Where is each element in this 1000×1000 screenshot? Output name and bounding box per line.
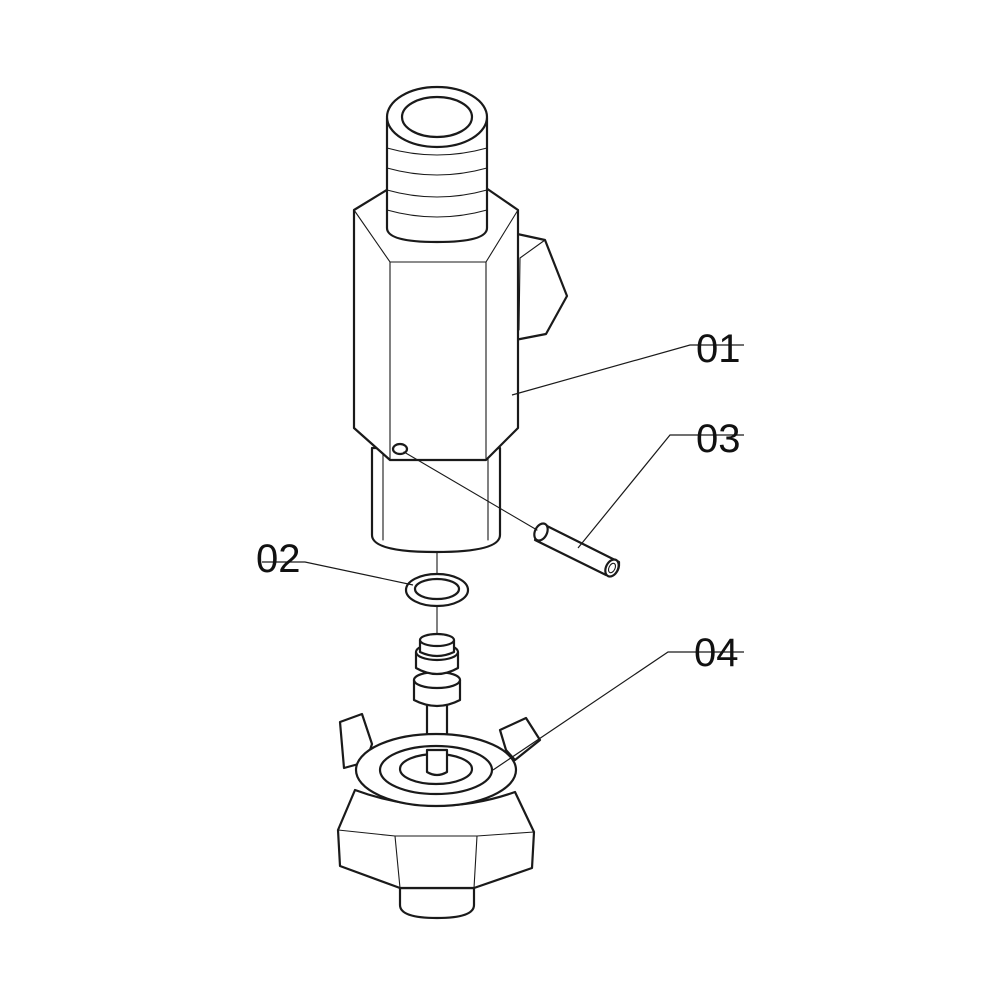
leader-03: [577, 434, 744, 549]
leader-02: [262, 561, 414, 586]
part-02-o-ring: [404, 572, 470, 608]
barb-bore: [400, 95, 474, 139]
callout-01: 01: [696, 327, 741, 371]
part-04-knob-assembly: [336, 632, 542, 920]
pin-hole: [391, 442, 409, 456]
leader-01: [511, 344, 744, 396]
knob-wing-right: [498, 716, 542, 762]
knob-spigot: [398, 886, 476, 920]
pin-insertion-line: [403, 451, 538, 531]
callout-04: 04: [694, 631, 739, 675]
lower-cylinder: [370, 446, 502, 554]
leader-04: [492, 651, 744, 771]
callout-03: 03: [696, 417, 741, 461]
part-01-valve-body: [352, 85, 569, 554]
callout-02: 02: [256, 537, 301, 581]
part-03-roll-pin: [533, 522, 621, 578]
hose-barb: [385, 116, 489, 244]
